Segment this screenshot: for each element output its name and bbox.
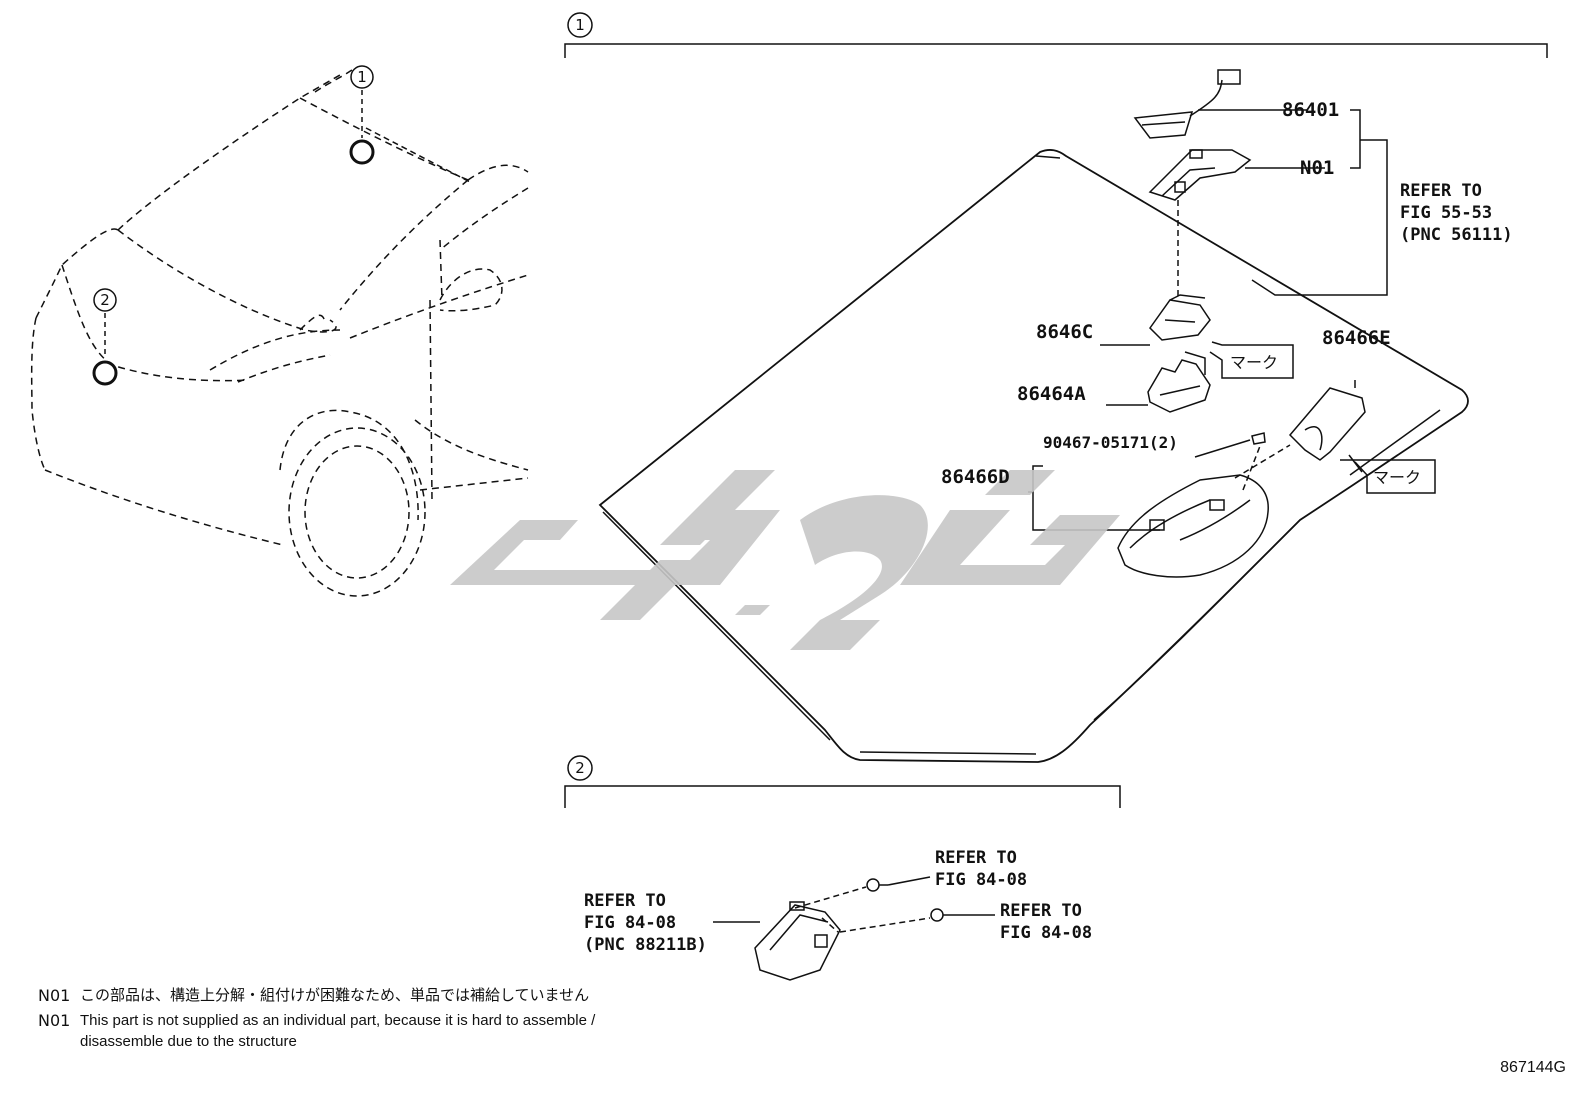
- mark-label-1: マーク: [1230, 353, 1278, 372]
- part-86401-sensor: [1133, 69, 1241, 139]
- part-label-86466D[interactable]: 86466D: [941, 466, 1010, 488]
- part-radar-sensor: [754, 901, 841, 981]
- refer-right-line1: REFER TO: [1000, 901, 1082, 921]
- note-jp-text: この部品は、構造上分解・組付けが困難なため、単品では補給していません: [80, 987, 590, 1004]
- callout-1-label-section: 1: [575, 16, 585, 34]
- mark-box-1: [1209, 341, 1294, 379]
- figure-id: 867144G: [1500, 1059, 1566, 1076]
- part-86464A-bracket: [1147, 359, 1211, 413]
- mark-box-2: [1340, 459, 1436, 494]
- callout-1-label-car: 1: [357, 68, 367, 86]
- mark-label-2: マーク: [1373, 468, 1421, 487]
- section-1-bracket: [564, 43, 1548, 58]
- part-86466D-cover: [1117, 474, 1269, 578]
- part-label-86466E[interactable]: 86466E: [1322, 327, 1391, 349]
- radar-location-circle: [92, 360, 118, 386]
- refer-left-line3: (PNC 88211B): [584, 935, 707, 955]
- screw-top: [866, 878, 888, 892]
- refer-top-line2[interactable]: FIG 84-08: [935, 870, 1027, 890]
- refer-left-line2[interactable]: FIG 84-08: [584, 913, 676, 933]
- refer-fig-55-53-line2[interactable]: FIG 55-53: [1400, 203, 1492, 223]
- part-90467-clip: [1251, 432, 1266, 445]
- refer-top-line1: REFER TO: [935, 848, 1017, 868]
- callout-2-circle-car: [93, 288, 117, 312]
- sensor-location-circle: [349, 139, 375, 165]
- refer-fig-55-53-line3: (PNC 56111): [1400, 225, 1513, 245]
- note-en-text-line2: disassemble due to the structure: [80, 1033, 297, 1050]
- part-label-90467[interactable]: 90467-05171(2): [1043, 433, 1178, 452]
- part-n01-bracket: [1148, 149, 1252, 201]
- note-en: N01 This part is not supplied as an indiv…: [38, 1010, 595, 1052]
- watermark-logo: [450, 470, 1120, 650]
- part-86466E-cover: [1288, 387, 1366, 461]
- callout-2-circle-section: [567, 755, 593, 781]
- note-en-text-line1: This part is not supplied as an individu…: [80, 1012, 596, 1029]
- part-label-n01[interactable]: N01: [1300, 157, 1334, 179]
- part-label-86464A[interactable]: 86464A: [1017, 383, 1086, 405]
- refer-right-line2[interactable]: FIG 84-08: [1000, 923, 1092, 943]
- callout-1-circle-section: [567, 12, 593, 38]
- part-8646C-cover: [1149, 294, 1211, 341]
- part-label-8646C[interactable]: 8646C: [1036, 321, 1093, 343]
- refer-left-line1: REFER TO: [584, 891, 666, 911]
- callout-1-circle-car: [350, 65, 374, 89]
- section-2-bracket: [564, 785, 1121, 808]
- car-illustration: [30, 69, 529, 597]
- part-label-86401[interactable]: 86401: [1282, 99, 1339, 121]
- note-en-code: N01: [38, 1011, 71, 1030]
- callout-2-label-section: 2: [575, 759, 585, 777]
- note-jp-code: N01: [38, 986, 71, 1005]
- callout-2-label-car: 2: [100, 291, 110, 309]
- note-jp: N01 この部品は、構造上分解・組付けが困難なため、単品では補給していません: [38, 985, 589, 1007]
- screw-right: [930, 908, 952, 922]
- windshield-glass: [598, 149, 1469, 763]
- refer-fig-55-53-line1: REFER TO: [1400, 181, 1482, 201]
